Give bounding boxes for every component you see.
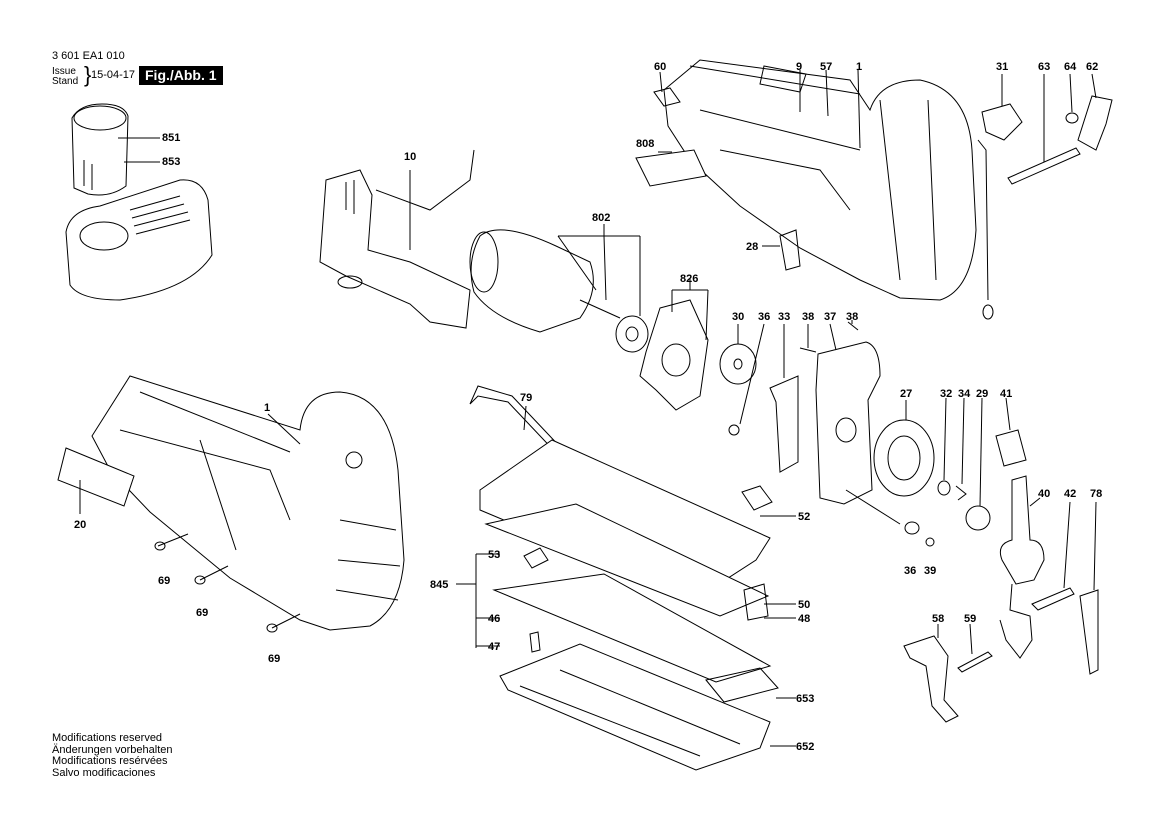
label-40: 40 <box>1038 488 1050 500</box>
label-48: 48 <box>798 613 810 625</box>
label-64: 64 <box>1064 61 1077 73</box>
label-plate-drawing <box>635 149 707 187</box>
label-69-a: 69 <box>158 575 170 587</box>
label-69-c: 69 <box>268 653 280 665</box>
screws-69-drawing <box>154 533 301 633</box>
note-de: Änderungen vorbehalten <box>52 743 173 756</box>
label-52: 52 <box>798 511 810 523</box>
label-69-b: 69 <box>196 607 208 619</box>
label-33: 33 <box>778 311 790 323</box>
label-1-top: 1 <box>856 61 862 73</box>
label-41: 41 <box>1000 388 1012 400</box>
battery-pack-drawing <box>71 103 129 196</box>
label-31: 31 <box>996 61 1008 73</box>
label-36-b: 36 <box>904 565 916 577</box>
label-58: 58 <box>932 613 944 625</box>
brace-glyph: } <box>84 62 92 87</box>
note-fr: Modifications resérvées <box>52 755 168 767</box>
label-20: 20 <box>74 519 86 531</box>
label-30: 30 <box>732 311 744 323</box>
label-28: 28 <box>746 241 758 253</box>
label-802: 802 <box>592 212 610 224</box>
label-653: 653 <box>796 693 814 705</box>
label-32: 32 <box>940 388 952 400</box>
switch-assembly-drawing <box>319 149 475 329</box>
note-es: Salvo modificaciones <box>52 766 156 779</box>
label-37: 37 <box>824 311 836 323</box>
label-10: 10 <box>404 151 416 163</box>
label-53: 53 <box>488 549 500 561</box>
plunger-drawing <box>999 475 1045 659</box>
label-62: 62 <box>1086 61 1098 73</box>
part-64-drawing <box>1065 112 1079 124</box>
label-808: 808 <box>636 138 654 150</box>
stand-label: Stand <box>52 76 79 87</box>
guide-37-drawing <box>815 341 881 505</box>
pin-63-drawing <box>1007 147 1081 185</box>
label-57: 57 <box>820 61 832 73</box>
label-38-b: 38 <box>846 311 858 323</box>
plate-33-drawing <box>769 375 799 473</box>
pin-59-drawing <box>957 651 993 673</box>
modification-notes: Modifications reserved Änderungen vorbeh… <box>52 732 173 779</box>
label-36-a: 36 <box>758 311 770 323</box>
note-en: Modifications reserved <box>52 732 163 744</box>
part-78-drawing <box>1079 589 1099 675</box>
label-851: 851 <box>162 132 180 144</box>
label-46: 46 <box>488 613 500 625</box>
issue-date: 15-04-17 <box>91 69 136 81</box>
label-60: 60 <box>654 61 666 73</box>
label-39: 39 <box>924 565 936 577</box>
part-41-drawing <box>995 429 1027 467</box>
battery-charger-drawing <box>65 179 213 301</box>
part-62-drawing <box>1077 95 1113 151</box>
lever-58-drawing <box>903 635 959 723</box>
motor-drawing <box>469 229 649 353</box>
clip-drawing <box>653 87 681 107</box>
label-42: 42 <box>1064 488 1076 500</box>
label-27: 27 <box>900 388 912 400</box>
label-29: 29 <box>976 388 988 400</box>
label-34: 34 <box>958 388 971 400</box>
label-9: 9 <box>796 61 802 73</box>
figure-badge: Fig./Abb. 1 <box>139 66 223 85</box>
clip-28-drawing <box>779 229 801 271</box>
label-853: 853 <box>162 156 180 168</box>
label-1-left: 1 <box>264 402 270 414</box>
label-826: 826 <box>680 273 698 285</box>
label-59: 59 <box>964 613 976 625</box>
issue-stand-label: Issue Stand <box>52 67 78 87</box>
label-845: 845 <box>430 579 448 591</box>
part-number: 3 601 EA1 010 <box>52 50 125 62</box>
housing-half-left-drawing <box>91 375 405 631</box>
label-78: 78 <box>1090 488 1102 500</box>
base-plate-drawing <box>479 439 772 771</box>
gear-27-drawing <box>873 419 935 497</box>
label-38-a: 38 <box>802 311 814 323</box>
label-50: 50 <box>798 599 810 611</box>
part-42-drawing <box>1031 587 1075 611</box>
bearing-holder-drawing <box>639 299 709 411</box>
part-labels: 851 853 10 802 826 60 9 57 1 31 63 64 62… <box>74 61 1102 753</box>
label-47: 47 <box>488 641 500 653</box>
housing-half-right-drawing <box>663 59 994 320</box>
part-31-drawing <box>981 103 1023 141</box>
label-652: 652 <box>796 741 814 753</box>
label-79: 79 <box>520 392 532 404</box>
label-20-drawing <box>57 447 135 507</box>
label-63: 63 <box>1038 61 1050 73</box>
issue-label: Issue <box>52 66 76 77</box>
